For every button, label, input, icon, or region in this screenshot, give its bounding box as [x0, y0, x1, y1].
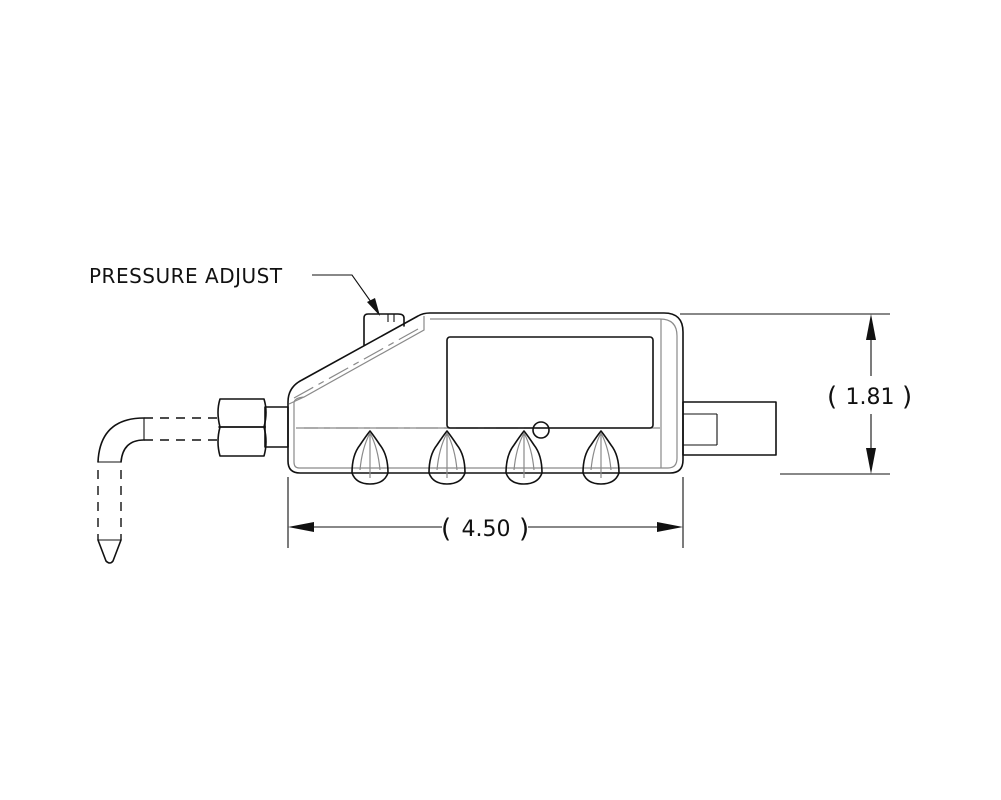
svg-text:(: (: [441, 514, 451, 544]
width-dimension: ( 4.50 ): [287, 477, 684, 548]
pressure-adjust-callout: PRESSURE ADJUST: [89, 264, 380, 316]
pressure-adjust-label: PRESSURE ADJUST: [89, 264, 283, 288]
display-window: [446, 336, 654, 429]
svg-text:(: (: [827, 382, 837, 412]
indicator-button: [532, 421, 550, 439]
svg-text:): ): [902, 382, 912, 412]
hex-fitting: [217, 398, 289, 457]
callout-leader: [312, 274, 377, 310]
svg-text:): ): [519, 514, 529, 544]
height-dimension-label: 1.81: [846, 385, 895, 410]
hose-dashed: [97, 417, 217, 564]
pressure-adjust-knob: [363, 313, 405, 346]
width-dimension-label: 4.50: [462, 517, 511, 542]
height-dimension: ( 1.81 ): [680, 313, 912, 475]
callout-arrowhead: [367, 298, 380, 316]
grip-bumps: [351, 430, 620, 485]
chuck-end: [682, 401, 777, 456]
